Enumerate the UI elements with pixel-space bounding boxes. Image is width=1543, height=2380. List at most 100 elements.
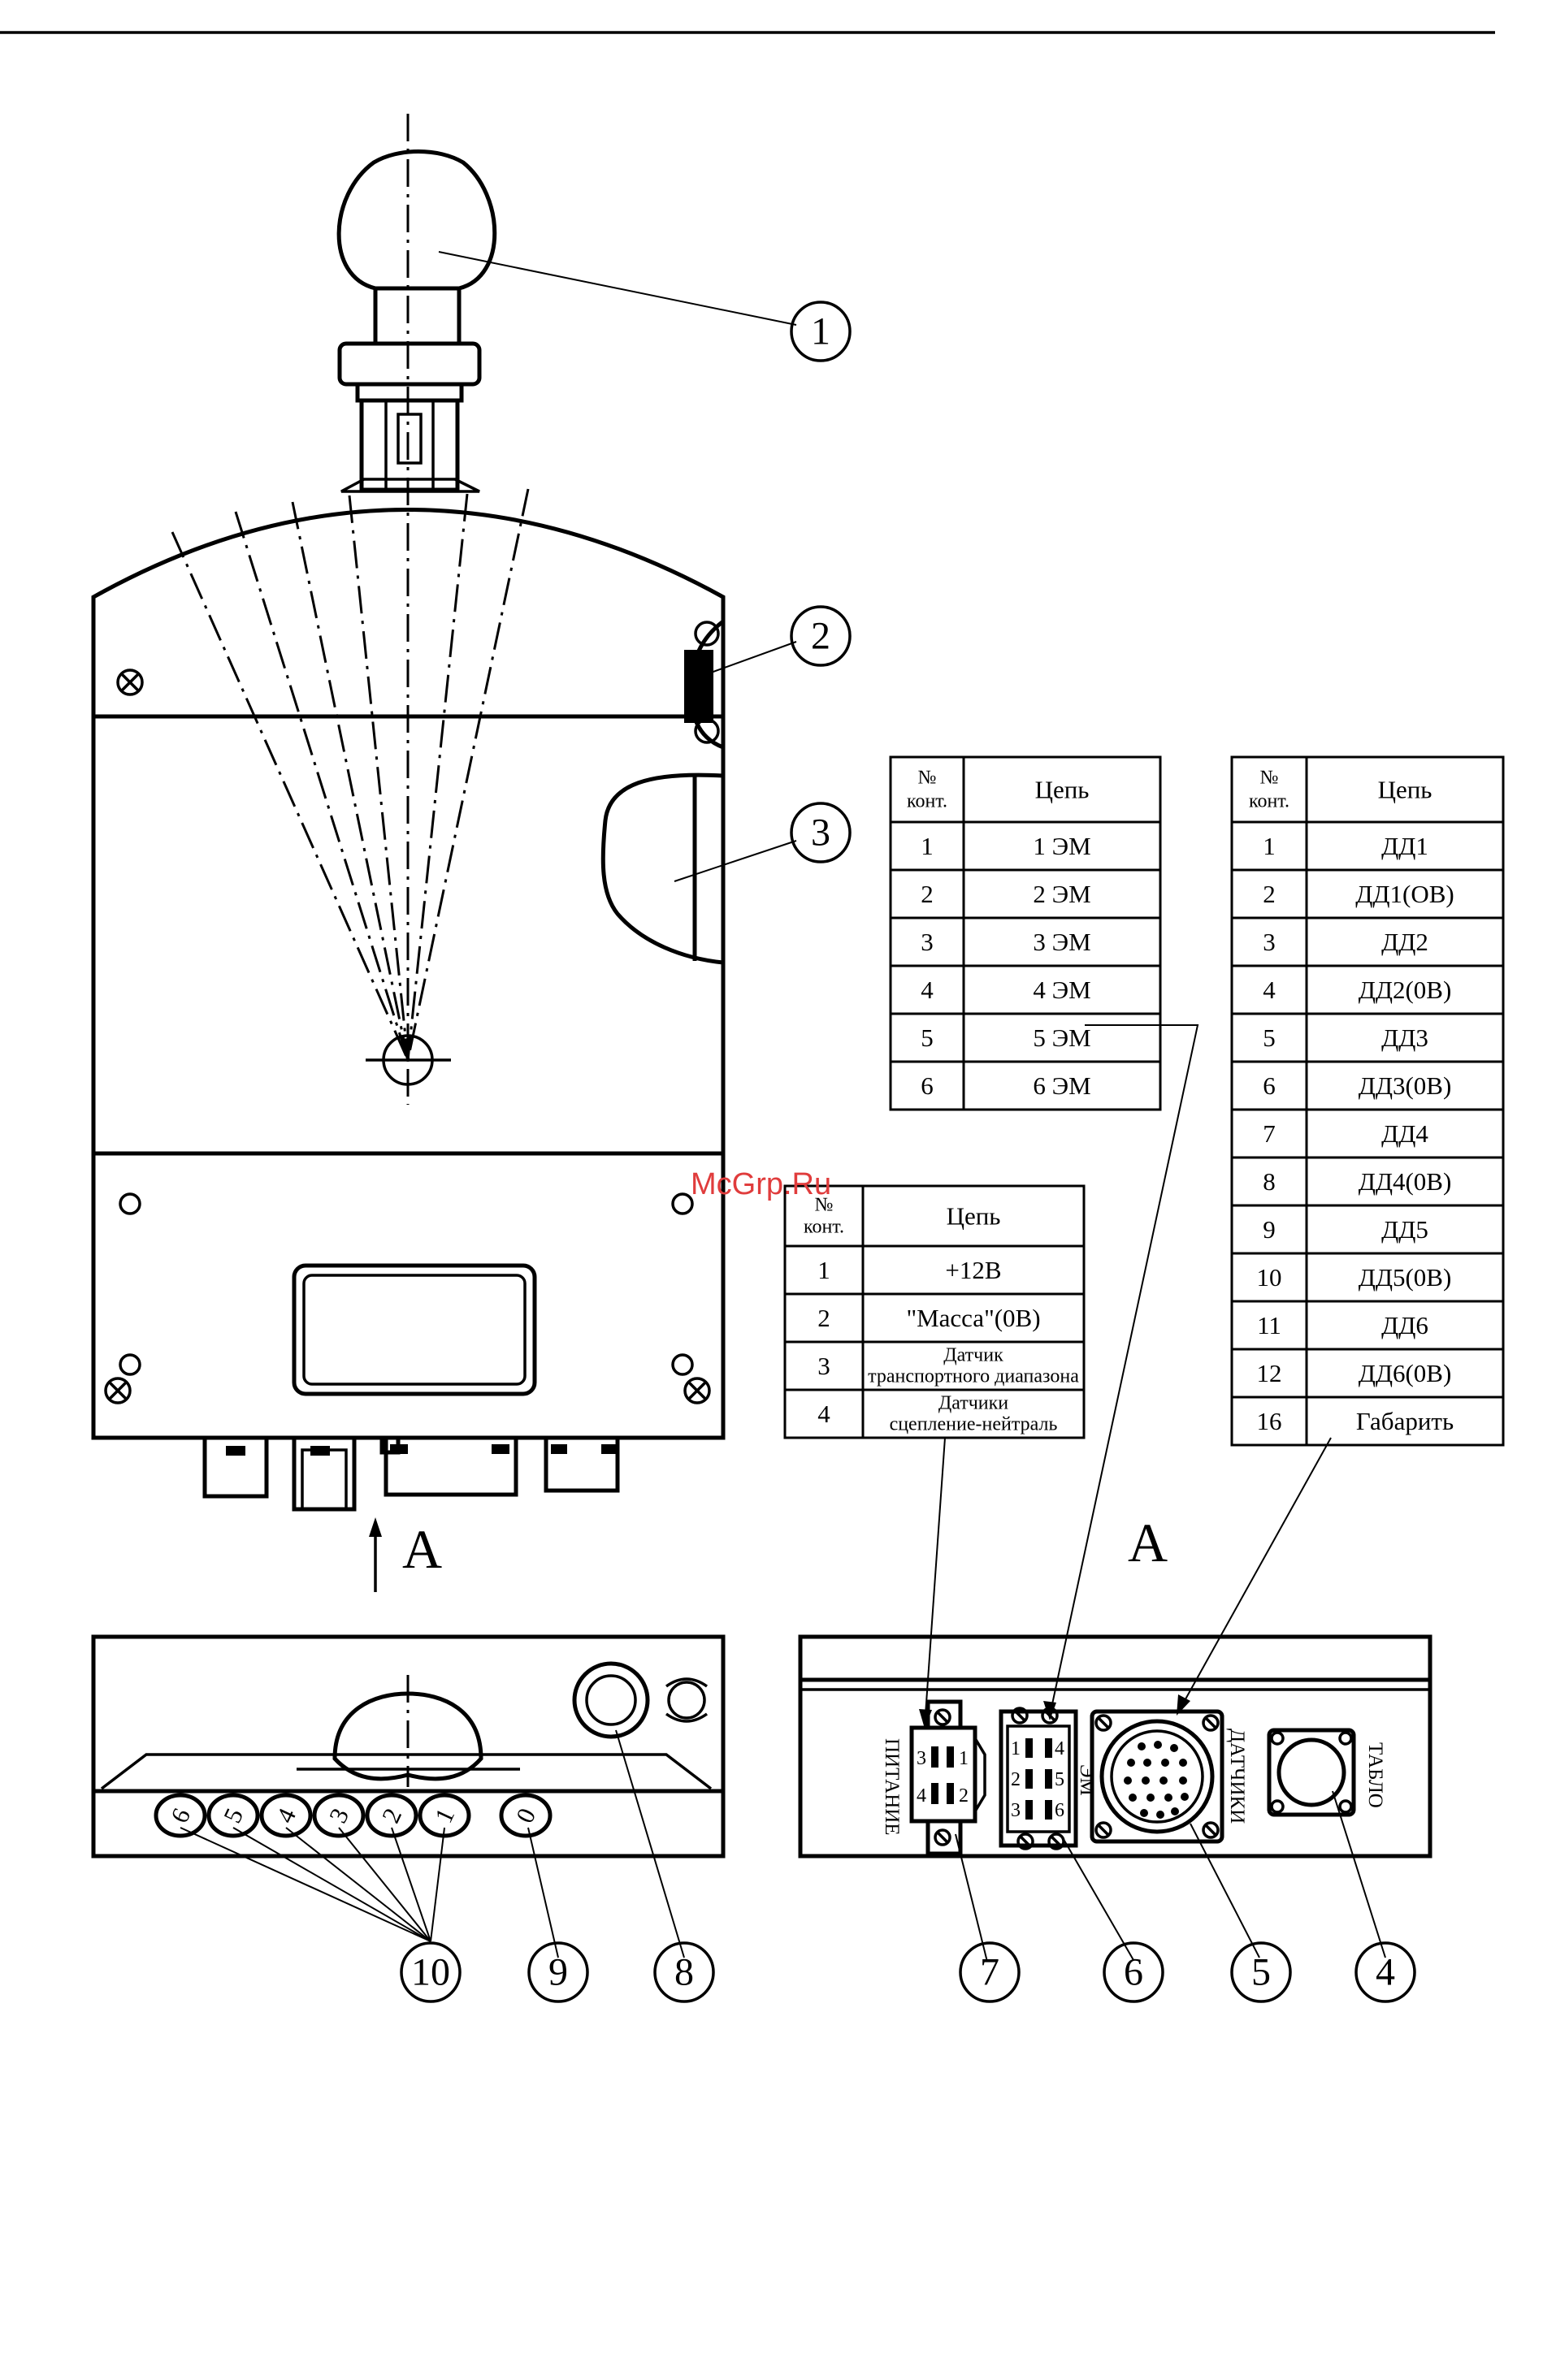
table-cell-circuit: ДД6 — [1381, 1311, 1428, 1339]
svg-text:3: 3 — [917, 1748, 926, 1769]
selector-button-label: 4 — [271, 1803, 301, 1827]
round-button — [572, 1661, 650, 1739]
screw-icon — [1011, 1707, 1029, 1724]
screw-icon — [1202, 1714, 1220, 1732]
table-cell-circuit: ДД1 — [1381, 832, 1428, 860]
selector-button-4: 4 — [259, 1793, 313, 1838]
table-cell-no: 3 — [1263, 928, 1276, 956]
table-cell-no: 11 — [1257, 1311, 1281, 1339]
table-header-no: № — [918, 768, 937, 789]
callout-6: 6 — [1103, 1941, 1164, 2003]
rotate-icon — [665, 1677, 709, 1723]
table-cell-no: 9 — [1263, 1215, 1276, 1244]
screw-icon — [934, 1828, 951, 1846]
selector-button-3: 3 — [312, 1793, 366, 1838]
table-cell-no: 6 — [1263, 1071, 1276, 1100]
screw-icon — [104, 1377, 132, 1404]
svg-text:6: 6 — [1055, 1800, 1064, 1821]
selector-button-0: 0 — [499, 1793, 553, 1838]
screw-icon — [1202, 1821, 1220, 1839]
mounting-hole — [119, 1353, 141, 1376]
callout-7: 7 — [959, 1941, 1021, 2003]
table-header-no-sub: конт. — [907, 790, 947, 811]
selector-button-label: 1 — [429, 1804, 460, 1828]
table-cell-circuit: 4 ЭМ — [1033, 976, 1090, 1004]
table-cell-circuit: ДД3 — [1381, 1023, 1428, 1052]
table-cell-circuit: 3 ЭМ — [1033, 928, 1090, 956]
svg-text:4: 4 — [917, 1785, 926, 1807]
table-cell-circuit: ДД5 — [1381, 1215, 1428, 1244]
table-cell-no: 3 — [921, 928, 934, 956]
table-cell-no: 10 — [1257, 1263, 1282, 1292]
gear-fan-lines — [171, 488, 530, 1061]
table-cell-circuit: ДД5(0В) — [1359, 1263, 1452, 1292]
em-connector: 1 4 2 5 3 6 — [999, 1707, 1078, 1850]
sensors-connector — [1090, 1709, 1224, 1844]
table-cell-circuit: 1 ЭМ — [1033, 832, 1090, 860]
svg-text:7: 7 — [980, 1951, 999, 1994]
connector-panel: 3 1 4 2 ПИТАНИЕ 1 4 2 5 3 6 ЭМ — [798, 1634, 1432, 1859]
table-cell-no: 8 — [1263, 1167, 1276, 1196]
table-cell-no: 16 — [1257, 1407, 1282, 1435]
em-connector-label: ЭМ — [1076, 1764, 1098, 1796]
mounting-hole — [119, 1192, 141, 1215]
display-connector — [1267, 1728, 1356, 1817]
table-cell-circuit: +12В — [945, 1256, 1001, 1284]
table-cell-circuit: Габарить — [1356, 1407, 1454, 1435]
svg-text:6: 6 — [1124, 1951, 1143, 1994]
power-connector: 3 1 4 2 — [909, 1699, 986, 1856]
table-cell-circuit: 5 ЭМ — [1033, 1023, 1090, 1052]
table-cell-circuit: ДД6(0В) — [1359, 1359, 1452, 1387]
svg-text:4: 4 — [1055, 1738, 1064, 1759]
leader-lines — [180, 251, 1386, 1962]
svg-text:1: 1 — [1011, 1738, 1021, 1759]
svg-text:5: 5 — [1251, 1951, 1271, 1994]
table-cell-circuit: ДД4 — [1381, 1119, 1428, 1148]
svg-text:2: 2 — [959, 1785, 969, 1807]
svg-text:2: 2 — [811, 615, 830, 658]
callout-4: 4 — [1354, 1941, 1416, 2003]
callout-9: 9 — [527, 1941, 589, 2003]
table-cell-no: 1 — [1263, 832, 1276, 860]
table-cell-no: 1 — [921, 832, 934, 860]
table-cell-no: 5 — [1263, 1023, 1276, 1052]
table-header-circuit: Цепь — [1378, 776, 1432, 804]
table-header-no: № — [1260, 768, 1279, 789]
svg-text:9: 9 — [548, 1951, 568, 1994]
top-view-panel — [91, 1634, 726, 1859]
table-cell-no: 4 — [1263, 976, 1276, 1004]
callout-8: 8 — [653, 1941, 715, 2003]
table-cell-circuit: ДД4(0В) — [1359, 1167, 1452, 1196]
selector-button-label: 5 — [218, 1804, 249, 1828]
svg-text:1: 1 — [959, 1748, 969, 1769]
table-cell-no: 3 — [817, 1352, 830, 1380]
selector-housing: A — [91, 114, 726, 1592]
svg-text:10: 10 — [411, 1951, 450, 1994]
table-cell-circuit: 6 ЭМ — [1033, 1071, 1090, 1100]
selector-buttons: 6 5 4 3 2 1 0 — [154, 1793, 553, 1838]
table-cell-circuit: ДД1(ОВ) — [1355, 880, 1454, 908]
display-connector-label: ТАБЛО — [1364, 1742, 1386, 1808]
screw-icon — [1094, 1821, 1112, 1839]
screw-icon — [1016, 1833, 1034, 1850]
selector-button-6: 6 — [154, 1793, 207, 1838]
callout-1: 1 — [790, 301, 852, 362]
svg-text:4: 4 — [1376, 1951, 1395, 1994]
callout-10: 10 — [400, 1941, 462, 2003]
svg-text:5: 5 — [1055, 1769, 1064, 1790]
table-cell-no: 7 — [1263, 1119, 1276, 1148]
watermark: McGrp.Ru — [691, 1167, 831, 1201]
table-cell-circuit: Датчики — [938, 1393, 1008, 1414]
table-header-circuit: Цепь — [1035, 776, 1090, 804]
view-label-top: A — [402, 1518, 442, 1580]
power-connector-label: ПИТАНИЕ — [881, 1738, 903, 1836]
table-cell-circuit: ДД2 — [1381, 928, 1428, 956]
table-header-no: № — [815, 1195, 834, 1216]
side-lever — [600, 772, 724, 965]
screw-icon — [116, 669, 144, 696]
table-cell-circuit: "Масса"(0В) — [906, 1304, 1040, 1332]
table-cell-no: 12 — [1257, 1359, 1282, 1387]
callout-3: 3 — [790, 802, 852, 863]
